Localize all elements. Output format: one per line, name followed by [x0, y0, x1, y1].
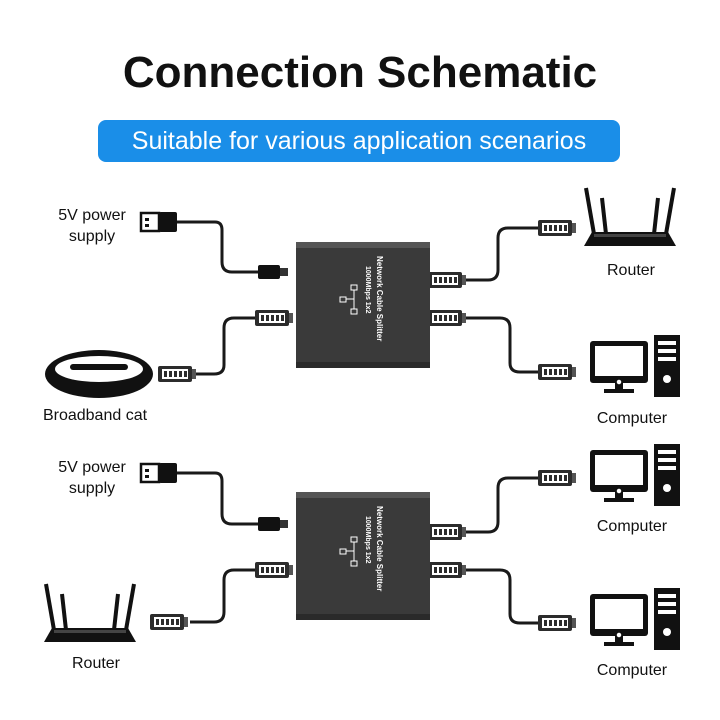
- computer-icon: [589, 334, 681, 398]
- dc-plug-icon: [258, 517, 288, 531]
- power-supply-label: 5V power supply: [40, 205, 144, 247]
- output-cable-1: [466, 476, 538, 534]
- power-cable: [175, 220, 262, 274]
- network-port-icon: [339, 536, 358, 567]
- usb-plug-icon: [139, 461, 179, 485]
- input-cable: [190, 568, 255, 624]
- rj45-plug-icon: [428, 562, 466, 578]
- power-label-line1: 5V power: [58, 459, 126, 476]
- subtitle-banner: Suitable for various application scenari…: [98, 120, 620, 162]
- computer-icon: [589, 443, 681, 507]
- device-spec: 1000Mbps 1x2: [364, 516, 371, 564]
- network-port-icon: [339, 284, 358, 315]
- rj45-plug-icon: [255, 562, 293, 578]
- scenario-bottom: Network Cable Splitter 1000Mbps 1x2: [42, 443, 681, 651]
- rj45-plug-icon: [538, 615, 576, 631]
- splitter-device: Network Cable Splitter 1000Mbps 1x2: [296, 242, 430, 368]
- page-title: Connection Schematic: [122, 48, 598, 97]
- rj45-plug-icon: [538, 364, 576, 380]
- device-name: Network Cable Splitter: [375, 256, 384, 341]
- device-spec: 1000Mbps 1x2: [364, 266, 371, 314]
- rj45-plug-icon: [428, 524, 466, 540]
- computer-icon: [589, 587, 681, 651]
- scenario-top: Network Cable Splitter 1000Mbps 1x2: [45, 186, 681, 398]
- output-2-label: Computer: [596, 410, 668, 427]
- router-icon: [42, 582, 138, 644]
- rj45-plug-icon: [538, 220, 576, 236]
- dc-plug-icon: [258, 265, 288, 279]
- usb-plug-icon: [139, 210, 179, 234]
- power-label-line2: supply: [68, 480, 116, 497]
- rj45-plug-icon: [150, 614, 188, 630]
- output-2-label: Computer: [596, 662, 668, 679]
- router-icon: [582, 186, 678, 248]
- output-1-label: Computer: [596, 518, 668, 535]
- output-cable-2: [466, 568, 540, 625]
- modem-icon: [45, 350, 153, 398]
- rj45-plug-icon: [158, 366, 196, 382]
- input-device-label: Router: [71, 655, 121, 672]
- power-label-line2: supply: [68, 228, 116, 245]
- power-supply-label: 5V power supply: [40, 457, 144, 499]
- power-cable: [175, 471, 262, 526]
- rj45-plug-icon: [428, 272, 466, 288]
- splitter-device: Network Cable Splitter 1000Mbps 1x2: [296, 492, 430, 620]
- device-name: Network Cable Splitter: [375, 506, 384, 591]
- output-1-label: Router: [606, 262, 656, 279]
- rj45-plug-icon: [538, 470, 576, 486]
- input-device-label: Broadband cat: [42, 407, 148, 424]
- rj45-plug-icon: [255, 310, 293, 326]
- input-cable: [190, 316, 255, 376]
- output-cable-1: [466, 226, 538, 282]
- output-cable-2: [466, 316, 540, 374]
- power-label-line1: 5V power: [58, 207, 126, 224]
- rj45-plug-icon: [428, 310, 466, 326]
